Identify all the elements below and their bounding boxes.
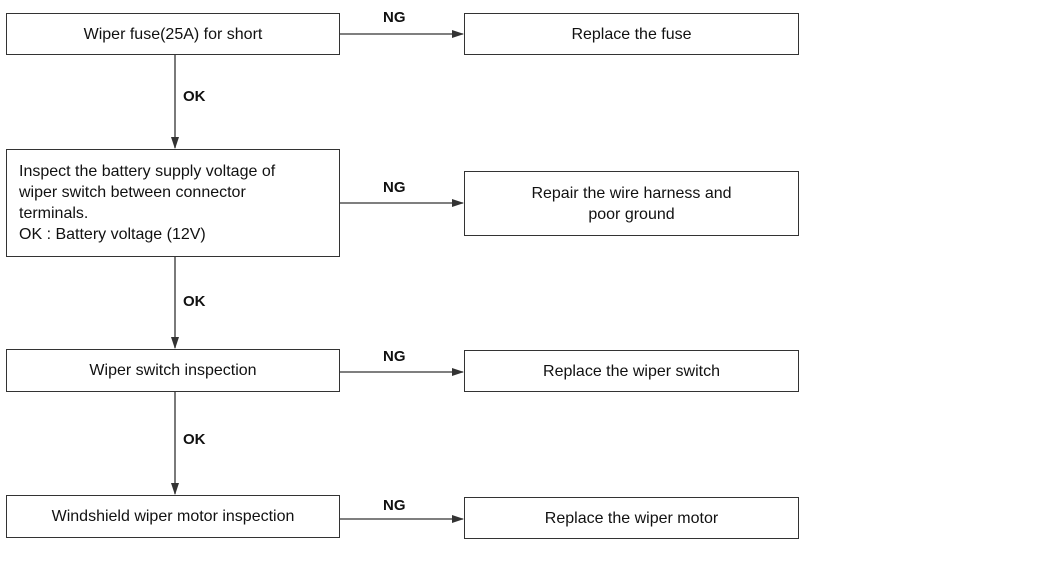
label-ng-4: NG bbox=[383, 497, 406, 514]
label-ng-2: NG bbox=[383, 179, 406, 196]
action-replace-motor: Replace the wiper motor bbox=[464, 497, 799, 539]
step-battery-voltage: Inspect the battery supply voltage of wi… bbox=[6, 149, 340, 257]
step-wiper-switch: Wiper switch inspection bbox=[6, 349, 340, 392]
step-wiper-fuse-text: Wiper fuse(25A) for short bbox=[83, 25, 263, 43]
action-replace-switch-text: Replace the wiper switch bbox=[543, 362, 720, 380]
step-wiper-fuse: Wiper fuse(25A) for short bbox=[6, 13, 340, 55]
action-repair-harness-text: Repair the wire harness and poor ground bbox=[531, 184, 732, 223]
label-ok-2: OK bbox=[183, 293, 206, 310]
label-ok-3: OK bbox=[183, 431, 206, 448]
action-replace-fuse-text: Replace the fuse bbox=[571, 25, 692, 43]
step-wiper-motor-text: Windshield wiper motor inspection bbox=[51, 508, 295, 525]
step-wiper-motor: Windshield wiper motor inspection bbox=[6, 495, 340, 538]
step-wiper-switch-text: Wiper switch inspection bbox=[89, 362, 257, 379]
label-ng-1: NG bbox=[383, 9, 406, 26]
step-battery-voltage-text: Inspect the battery supply voltage of wi… bbox=[19, 163, 276, 243]
action-repair-harness: Repair the wire harness and poor ground bbox=[464, 171, 799, 236]
label-ok-1: OK bbox=[183, 88, 206, 105]
action-replace-switch: Replace the wiper switch bbox=[464, 350, 799, 392]
action-replace-motor-text: Replace the wiper motor bbox=[544, 509, 719, 527]
label-ng-3: NG bbox=[383, 348, 406, 365]
action-replace-fuse: Replace the fuse bbox=[464, 13, 799, 55]
